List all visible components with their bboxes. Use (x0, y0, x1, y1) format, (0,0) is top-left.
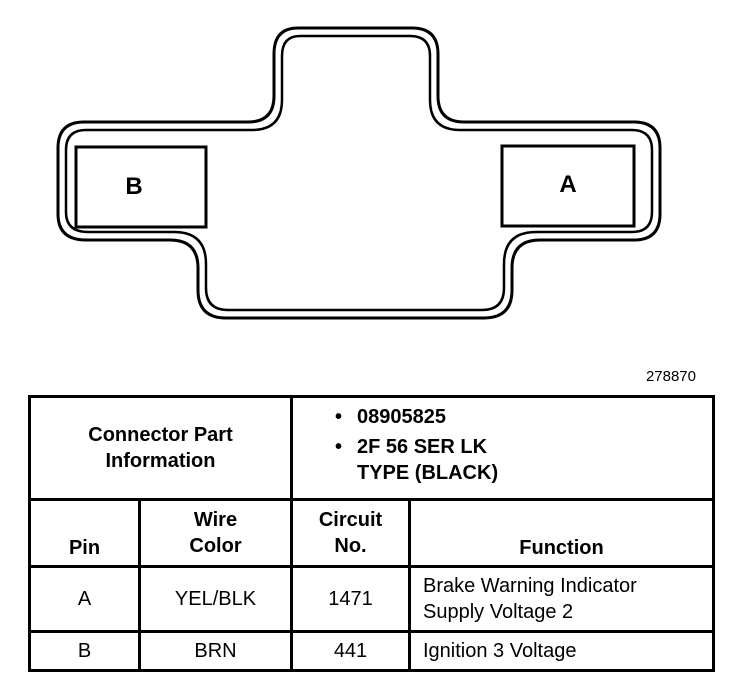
cell-function-line1: Ignition 3 Voltage (423, 640, 577, 662)
header-function-text: Function (519, 537, 604, 559)
pin-cavity-b (74, 145, 208, 229)
header-pin: Pin (28, 498, 141, 568)
cell-pin: A (28, 565, 141, 633)
pin-label-b: B (125, 173, 142, 200)
cell-wire-color: YEL/BLK (138, 565, 293, 633)
cell-circuit: 1471 (290, 565, 411, 633)
part-number-text: 08905825 (357, 406, 446, 428)
diagram-id: 278870 (645, 368, 696, 385)
header-wire-color-line2: Color (189, 535, 242, 557)
table-row: B BRN 441 Ignition 3 Voltage (28, 630, 716, 672)
part-number-item: 2F 56 SER LK TYPE (BLACK) (335, 434, 712, 486)
part-info-label-line2: Information (105, 450, 216, 472)
table-row: A YEL/BLK 1471 Brake Warning Indicator S… (28, 565, 716, 633)
header-wire-color-line1: Wire (193, 509, 238, 531)
connector-inner-outline (64, 34, 654, 312)
header-circuit-line2: No. (334, 535, 367, 557)
cell-pin: B (28, 630, 141, 672)
cell-function-line1: Brake Warning Indicator (423, 575, 637, 597)
part-info-label-line1: Connector Part (88, 424, 233, 446)
cell-function: Brake Warning Indicator Supply Voltage 2 (407, 565, 716, 633)
header-circuit: Circuit No. (290, 498, 411, 568)
part-info-label: Connector Part Information (28, 395, 293, 501)
part-numbers-list: 08905825 2F 56 SER LK TYPE (BLACK) (335, 404, 712, 486)
cell-wire-color: BRN (138, 630, 293, 672)
header-function: Function (407, 498, 716, 568)
part-number-item: 08905825 (335, 404, 712, 430)
pin-label-a: A (559, 171, 576, 198)
connector-info-table: Connector Part Information 08905825 2F 5… (28, 395, 716, 672)
cell-function: Ignition 3 Voltage (407, 630, 716, 672)
part-number-text: 2F 56 SER LK (357, 436, 488, 458)
pin-cavity-a (500, 144, 636, 228)
cell-function-line2: Supply Voltage 2 (423, 601, 574, 623)
cell-circuit: 441 (290, 630, 411, 672)
connector-housing (56, 26, 662, 320)
connector-face-diagram: B A (56, 26, 662, 320)
part-numbers-cell: 08905825 2F 56 SER LK TYPE (BLACK) (289, 395, 716, 501)
header-wire-color: Wire Color (138, 498, 293, 568)
part-number-text-cont: TYPE (BLACK) (357, 462, 499, 484)
header-circuit-line1: Circuit (318, 509, 383, 531)
column-header-row: Pin Wire Color Circuit No. Function (28, 498, 716, 568)
header-pin-text: Pin (68, 537, 101, 559)
part-info-row: Connector Part Information 08905825 2F 5… (28, 395, 716, 501)
